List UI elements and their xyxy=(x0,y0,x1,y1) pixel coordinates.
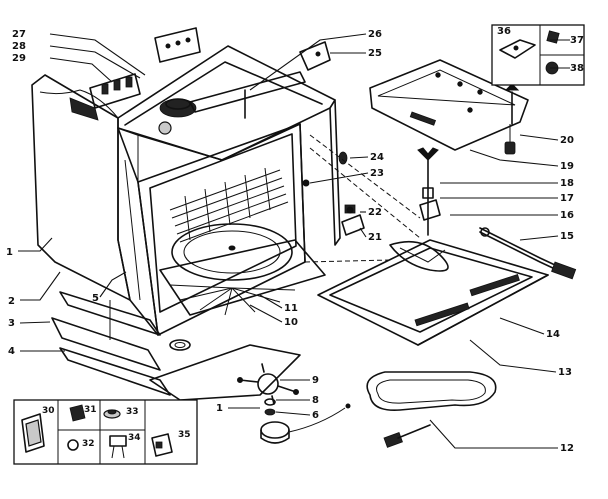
callout-8: 8 xyxy=(312,395,319,406)
stirrer-fan-assembly xyxy=(158,71,306,135)
callout-19: 19 xyxy=(560,161,574,172)
callout-29-left: 29 xyxy=(12,53,26,64)
callout-23: 23 xyxy=(370,168,384,179)
door-assembly xyxy=(317,239,549,346)
callout-21: 21 xyxy=(368,232,382,243)
callout-18: 18 xyxy=(560,178,574,189)
callout-30: 30 xyxy=(42,406,55,416)
small-bracket-25 xyxy=(299,41,331,71)
callout-38: 38 xyxy=(570,63,584,74)
callout-labels: 27 28 29 26 25 36 37 38 20 19 18 17 16 1… xyxy=(6,26,584,454)
cavity-interior-ribs xyxy=(169,167,289,243)
callout-31: 31 xyxy=(84,405,97,415)
roller-ring-spokes xyxy=(169,284,296,316)
callout-36: 36 xyxy=(497,26,511,37)
callout-2: 2 xyxy=(8,296,15,307)
callout-32: 32 xyxy=(82,439,95,449)
roller-guide-9 xyxy=(237,363,299,405)
leader-lines xyxy=(18,33,570,449)
light-socket-23 xyxy=(302,179,310,187)
callout-22: 22 xyxy=(368,207,382,218)
callout-10: 10 xyxy=(284,317,298,328)
callout-9: 9 xyxy=(312,375,319,386)
callout-1-left: 1 xyxy=(6,247,13,258)
callout-12: 12 xyxy=(560,443,574,454)
dashed-leaders xyxy=(304,134,421,263)
callout-17: 17 xyxy=(560,193,574,204)
callout-25: 25 xyxy=(368,48,382,59)
callout-20: 20 xyxy=(560,135,574,146)
top-bracket-assembly xyxy=(89,27,201,109)
door-deflector xyxy=(389,240,449,272)
callout-27: 27 xyxy=(12,29,26,40)
callout-35: 35 xyxy=(178,430,191,440)
oven-cavity xyxy=(117,45,341,336)
callout-26: 26 xyxy=(368,29,382,40)
callout-14: 14 xyxy=(546,329,560,340)
callout-3: 3 xyxy=(8,318,15,329)
interlock-switch-bracket xyxy=(341,204,365,236)
coupler-8 xyxy=(264,398,276,416)
inset-box-top-right xyxy=(491,24,585,86)
latch-pin-assembly xyxy=(417,147,441,236)
inset-box-bottom-left xyxy=(13,399,198,465)
callout-4: 4 xyxy=(8,346,15,357)
control-panel-bracket xyxy=(369,59,529,151)
base-plate xyxy=(51,291,171,396)
callout-6: 6 xyxy=(312,410,319,421)
callout-11: 11 xyxy=(284,303,298,314)
heater-loop xyxy=(366,371,497,448)
callout-1-bottom: 1 xyxy=(216,403,223,414)
power-cord xyxy=(479,227,577,280)
callout-33: 33 xyxy=(126,407,139,417)
callout-13: 13 xyxy=(558,367,572,378)
callout-24: 24 xyxy=(370,152,384,163)
callout-37: 37 xyxy=(570,35,584,46)
bottom-floor-plate xyxy=(149,339,301,401)
callout-15: 15 xyxy=(560,231,574,242)
switch-19 xyxy=(504,124,516,155)
callout-28: 28 xyxy=(12,41,26,52)
callout-5: 5 xyxy=(92,293,99,304)
turntable-motor-7 xyxy=(260,403,351,444)
turntable-glass-tray xyxy=(159,223,326,316)
screw-29 xyxy=(504,83,520,125)
callout-16: 16 xyxy=(560,210,574,221)
outer-wrapper-left xyxy=(31,74,131,301)
callout-34: 34 xyxy=(128,433,141,443)
